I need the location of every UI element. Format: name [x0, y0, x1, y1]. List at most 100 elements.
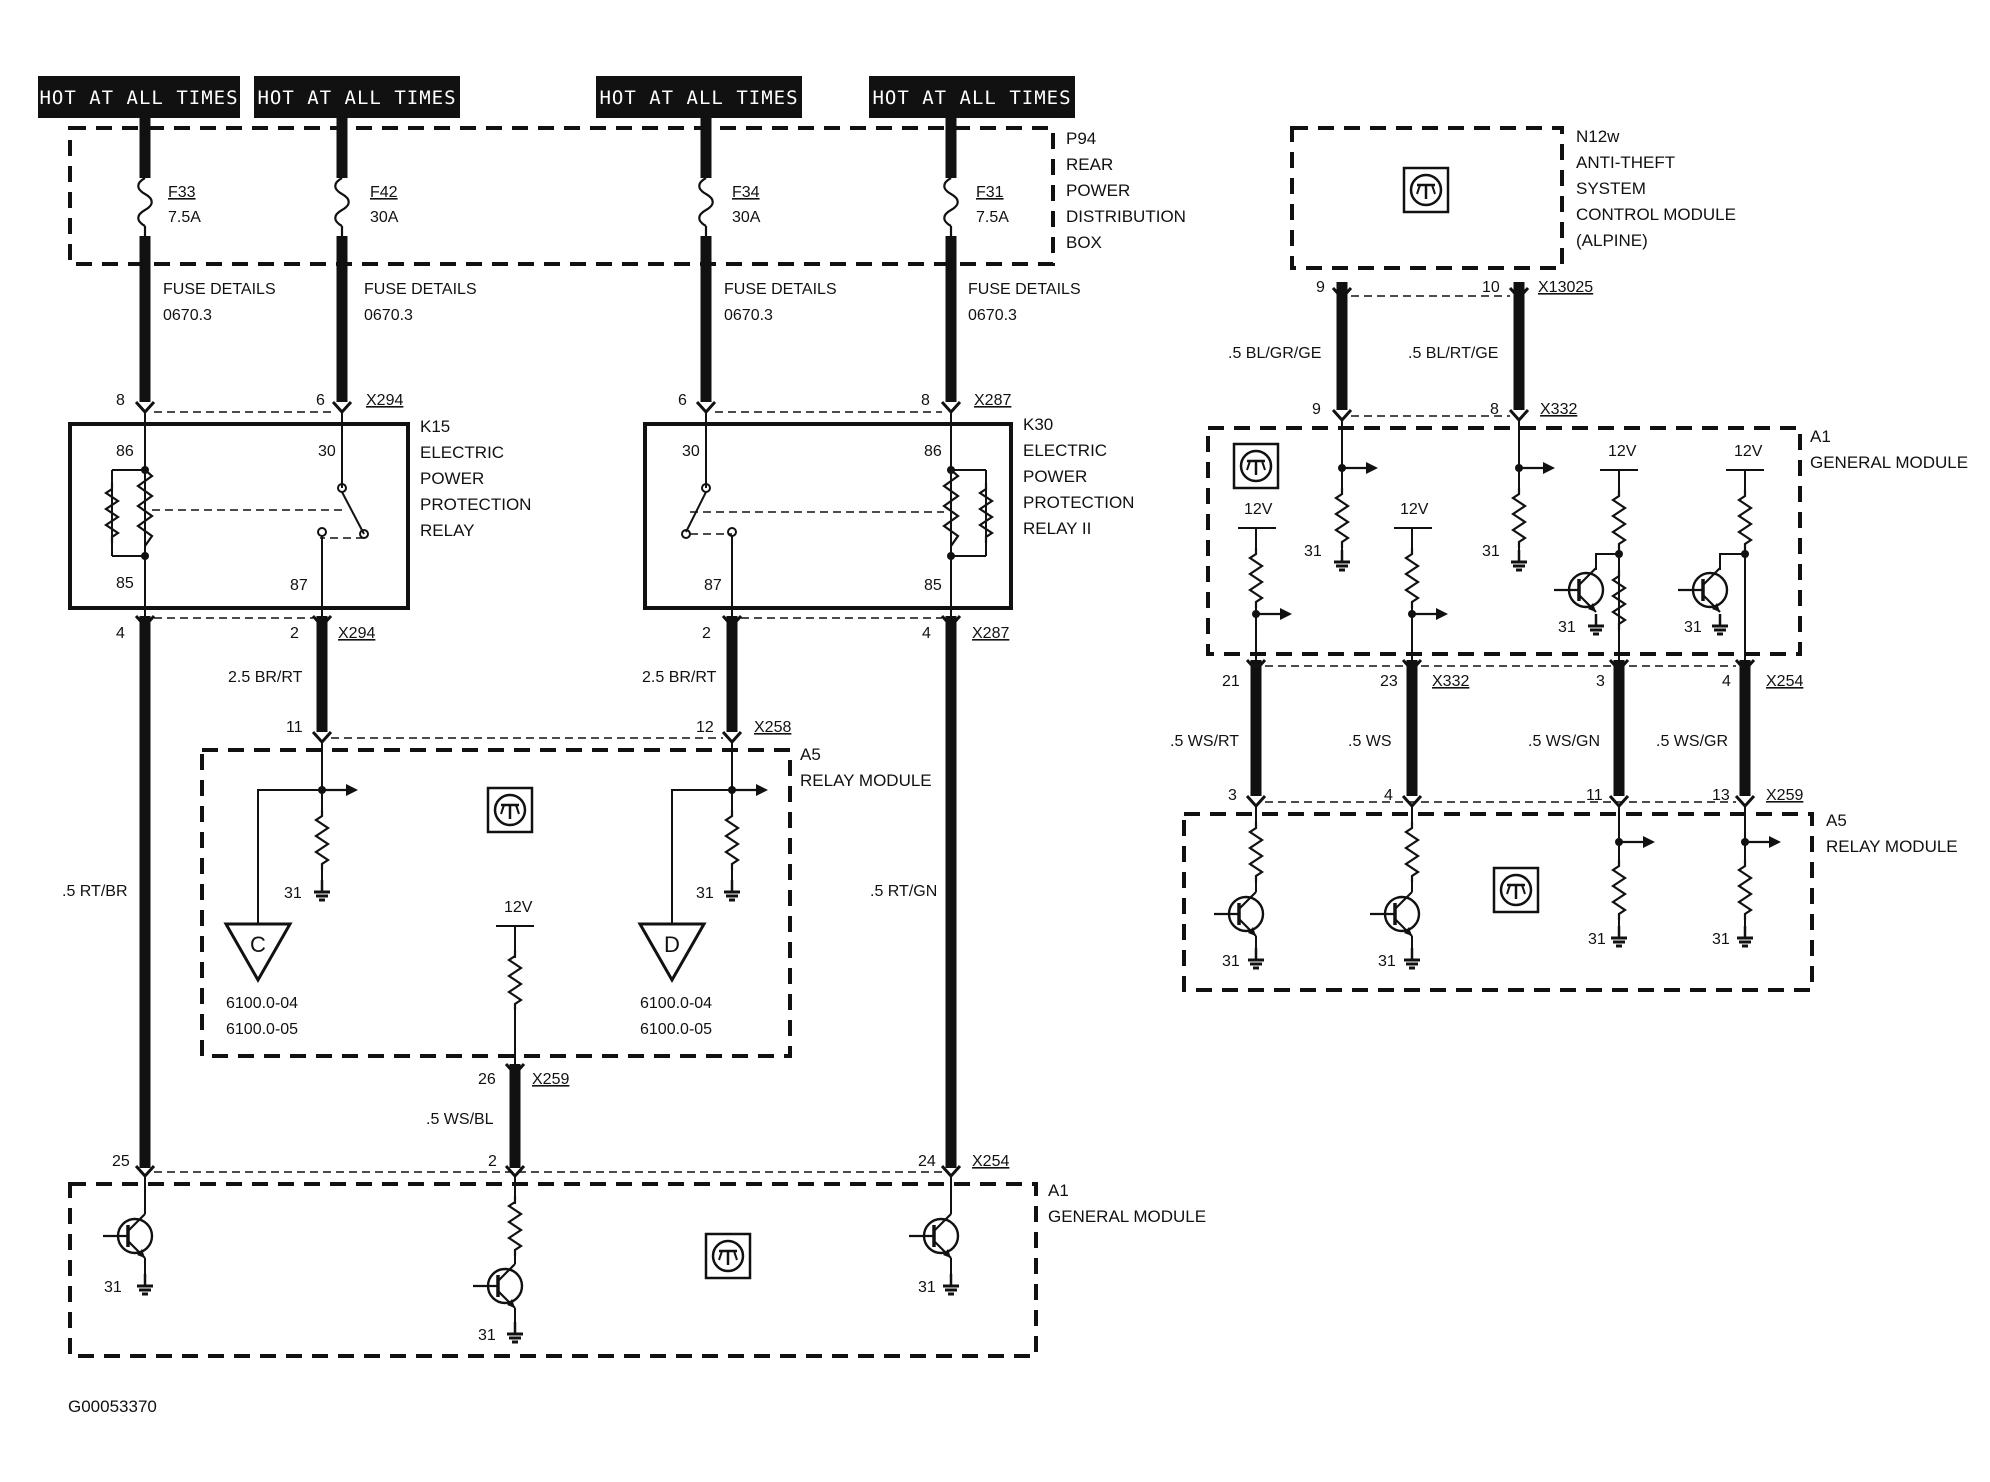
svg-text:POWER: POWER	[420, 469, 484, 488]
relay-k30-label: K30 ELECTRIC POWER PROTECTION RELAY II	[1023, 415, 1134, 538]
svg-text:X258: X258	[754, 719, 791, 736]
svg-text:0670.3: 0670.3	[364, 307, 413, 324]
svg-text:SYSTEM: SYSTEM	[1576, 179, 1646, 198]
svg-text:ELECTRIC: ELECTRIC	[1023, 441, 1107, 460]
general-module-a1-left	[68, 1182, 1038, 1358]
connector-x294-top: 8 6 X294	[116, 392, 403, 414]
svg-text:23: 23	[1380, 673, 1398, 690]
svg-text:8: 8	[921, 392, 930, 409]
connector-x259: 26 X259	[478, 1062, 569, 1168]
general-module-a1-right	[1206, 426, 1802, 656]
svg-text:86: 86	[924, 443, 942, 460]
svg-text:31: 31	[1588, 931, 1606, 948]
svg-text:26: 26	[478, 1071, 496, 1088]
connector-x332-top: 9 8 X332	[1312, 401, 1577, 422]
svg-text:2: 2	[488, 1153, 497, 1170]
svg-text:6100.0-04: 6100.0-04	[640, 995, 712, 1012]
esd-icon	[1402, 166, 1450, 214]
svg-text:X259: X259	[532, 1071, 569, 1088]
svg-text:X332: X332	[1540, 401, 1577, 418]
svg-text:31: 31	[918, 1279, 936, 1296]
svg-text:9: 9	[1316, 279, 1325, 296]
svg-text:30A: 30A	[732, 209, 761, 226]
svg-text:13: 13	[1712, 787, 1730, 804]
svg-text:31: 31	[1684, 619, 1702, 636]
anti-theft-module-label: N12w ANTI-THEFT SYSTEM CONTROL MODULE (A…	[1576, 127, 1736, 250]
svg-text:(ALPINE): (ALPINE)	[1576, 231, 1648, 250]
svg-text:12V: 12V	[504, 899, 533, 916]
svg-text:GENERAL MODULE: GENERAL MODULE	[1048, 1207, 1206, 1226]
relay-module-a5-left	[200, 748, 792, 1058]
svg-text:A5: A5	[800, 745, 821, 764]
svg-text:31: 31	[1712, 931, 1730, 948]
svg-text:BOX: BOX	[1066, 233, 1102, 252]
svg-text:31: 31	[1482, 543, 1500, 560]
fuse-details-2: FUSE DETAILS 0670.3	[364, 281, 477, 324]
svg-text:A5: A5	[1826, 811, 1847, 830]
connector-x259-right: 3 4 11 13 X259	[1228, 787, 1803, 808]
wire-label-bl-rt-ge: .5 BL/RT/GE	[1408, 345, 1498, 362]
svg-text:4: 4	[1384, 787, 1393, 804]
svg-text:8: 8	[116, 392, 125, 409]
wire-label-rt-br: .5 RT/BR	[62, 883, 128, 900]
a5-left-circuit-d: 31	[671, 742, 770, 924]
fuse-details-3: FUSE DETAILS 0670.3	[724, 281, 837, 324]
wire-label-br-rt-left: 2.5 BR/RT	[228, 669, 303, 686]
svg-text:85: 85	[924, 577, 942, 594]
a1-right-circuit-4: 12V 31	[1676, 443, 1764, 660]
general-module-a1-right-label: A1 GENERAL MODULE	[1810, 427, 1968, 472]
svg-text:ELECTRIC: ELECTRIC	[420, 443, 504, 462]
a5-right-transistor-4: 31	[1368, 806, 1422, 970]
relay-k30: 30 86 87 85	[643, 412, 1013, 616]
a1-left-transistor-2: 31	[471, 1176, 525, 1344]
svg-text:K30: K30	[1023, 415, 1053, 434]
svg-text:31: 31	[1222, 953, 1240, 970]
svg-text:6: 6	[316, 392, 325, 409]
svg-text:N12w: N12w	[1576, 127, 1620, 146]
a1-right-circuit-9: 31	[1304, 420, 1380, 572]
svg-text:X294: X294	[366, 392, 403, 409]
svg-text:FUSE DETAILS: FUSE DETAILS	[968, 281, 1081, 298]
general-module-a1-left-label: A1 GENERAL MODULE	[1048, 1181, 1206, 1226]
svg-text:85: 85	[116, 575, 134, 592]
svg-text:X287: X287	[972, 625, 1009, 642]
svg-text:F42: F42	[370, 184, 398, 201]
svg-text:RELAY MODULE: RELAY MODULE	[800, 771, 932, 790]
svg-text:C: C	[250, 932, 266, 957]
svg-text:31: 31	[1304, 543, 1322, 560]
svg-text:87: 87	[290, 577, 308, 594]
svg-text:4: 4	[116, 625, 125, 642]
svg-text:DISTRIBUTION: DISTRIBUTION	[1066, 207, 1186, 226]
relay-k15-label: K15 ELECTRIC POWER PROTECTION RELAY	[420, 417, 531, 540]
svg-text:HOT AT ALL TIMES: HOT AT ALL TIMES	[599, 87, 798, 109]
svg-text:11: 11	[1586, 787, 1603, 804]
a1-right-circuit-3: 12V 31	[1552, 443, 1638, 660]
svg-text:PROTECTION: PROTECTION	[1023, 493, 1134, 512]
a5-left-12v-circuit: 12V	[496, 899, 534, 1064]
svg-text:RELAY MODULE: RELAY MODULE	[1826, 837, 1958, 856]
svg-text:31: 31	[284, 885, 302, 902]
hot-label-1: HOT AT ALL TIMES	[38, 76, 240, 118]
svg-text:X254: X254	[972, 1153, 1009, 1170]
hot-label-2: HOT AT ALL TIMES	[254, 76, 460, 118]
fuse-details-4: FUSE DETAILS 0670.3	[968, 281, 1081, 324]
svg-text:12: 12	[696, 719, 714, 736]
svg-text:31: 31	[1558, 619, 1576, 636]
wire-label-br-rt-right: 2.5 BR/RT	[642, 669, 717, 686]
fuse-f33: F33 7.5A	[137, 176, 201, 236]
svg-text:87: 87	[704, 577, 722, 594]
power-distribution-box	[68, 126, 1055, 266]
connector-x258: 11 12 X258	[286, 719, 791, 744]
relay-module-a5-right	[1182, 812, 1814, 992]
wire-label-bl-gr-ge: .5 BL/GR/GE	[1228, 345, 1321, 362]
svg-text:31: 31	[1378, 953, 1396, 970]
svg-text:21: 21	[1222, 673, 1240, 690]
wire-label-rt-gn: .5 RT/GN	[870, 883, 937, 900]
svg-text:RELAY II: RELAY II	[1023, 519, 1091, 538]
svg-text:P94: P94	[1066, 129, 1096, 148]
fuse-details-1: FUSE DETAILS 0670.3	[163, 281, 276, 324]
fuse-f31: F31 7.5A	[943, 176, 1009, 236]
connector-x287-top: 6 8 X287	[678, 392, 1011, 414]
svg-text:X254: X254	[1766, 673, 1803, 690]
